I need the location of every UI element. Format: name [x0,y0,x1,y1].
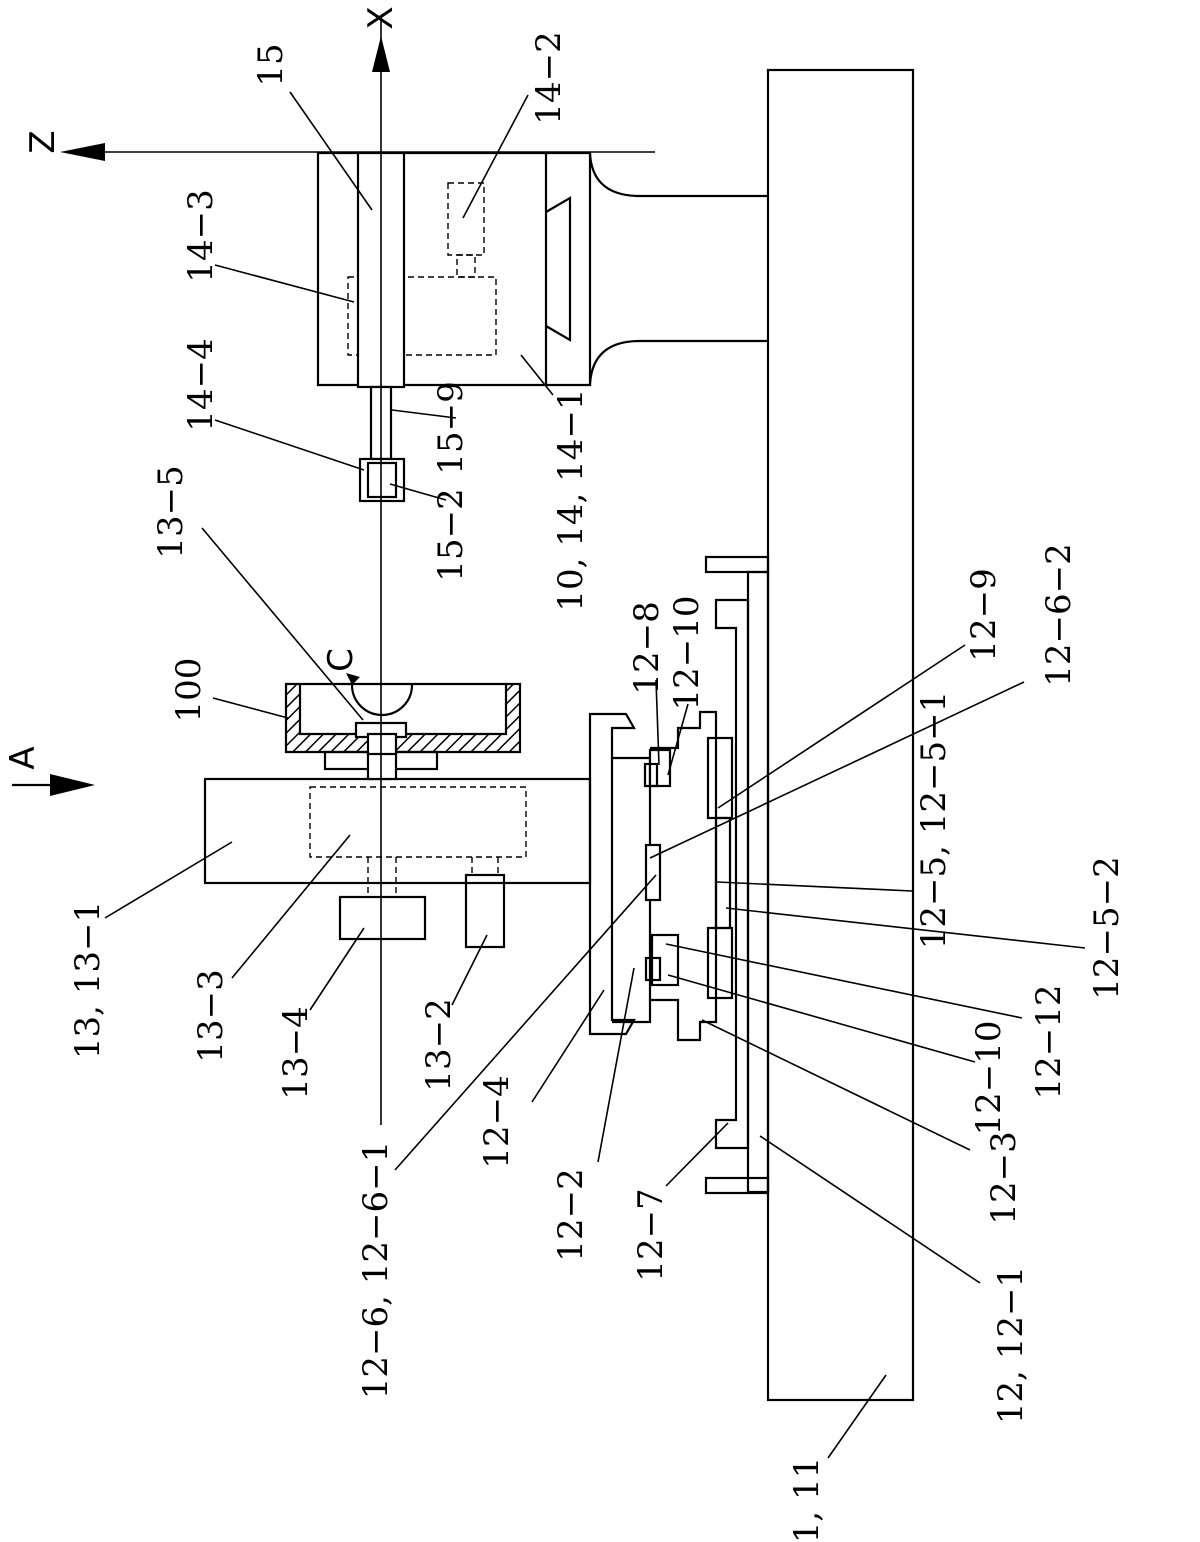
label-12-3: 12−3 [984,1131,1024,1224]
tool-headstock [316,151,768,503]
axes [12,18,655,1125]
label-12-12-1: 12, 12−1 [991,1266,1031,1424]
label-12-10-bottom: 12−10 [969,1020,1009,1135]
label-14-4: 14−4 [181,338,221,431]
label-12-2: 12−2 [551,1168,591,1261]
workpiece [284,682,522,754]
label-12-4: 12−4 [477,1075,517,1168]
rotation-label: C [321,648,361,672]
label-12-7: 12−7 [631,1188,671,1281]
label-12-5-12-5-1: 12−5, 12−5−1 [914,691,954,950]
label-13-5: 13−5 [151,465,191,558]
tilt-bracket [588,712,636,1036]
reference-labels: 15 14−2 14−3 14−4 15−9 15−2 10, 14, 14−1… [68,31,1127,1542]
index-motor [464,873,506,949]
label-12-10-top: 12−10 [667,595,707,710]
label-12-8: 12−8 [627,601,667,694]
label-15-2: 15−2 [431,488,471,581]
label-12-6-2: 12−6−2 [1039,543,1079,687]
label-1-11: 1, 11 [787,1457,827,1542]
label-10-14-14-1: 10, 14, 14−1 [551,388,591,611]
label-13-13-1: 13, 13−1 [68,901,108,1059]
spindle-motor [338,895,427,941]
work-head-housing [203,777,592,885]
label-12-6-12-6-1: 12−6, 12−6−1 [356,1141,396,1400]
view-arrow-label: A [3,746,43,769]
label-100: 100 [169,658,209,723]
z-axis-label: Z [23,130,63,153]
label-12-9: 12−9 [964,568,1004,661]
label-13-3: 13−3 [191,969,231,1062]
label-14-2: 14−2 [529,31,569,124]
work-head [203,673,592,949]
machine-bed [766,68,915,1402]
label-15: 15 [251,43,291,86]
label-14-3: 14−3 [181,189,221,282]
label-13-2: 13−2 [419,998,459,1091]
label-13-4: 13−4 [276,1006,316,1099]
label-12-12: 12−12 [1029,984,1069,1099]
label-12-5-2: 12−5−2 [1087,856,1127,1000]
cutting-tool [366,461,398,499]
leader-lines [104,91,1086,1459]
axis-labels: X Z A C [3,6,401,769]
x-axis-label: X [361,6,401,29]
tool-holder [358,457,406,503]
label-15-9: 15−9 [431,381,471,474]
